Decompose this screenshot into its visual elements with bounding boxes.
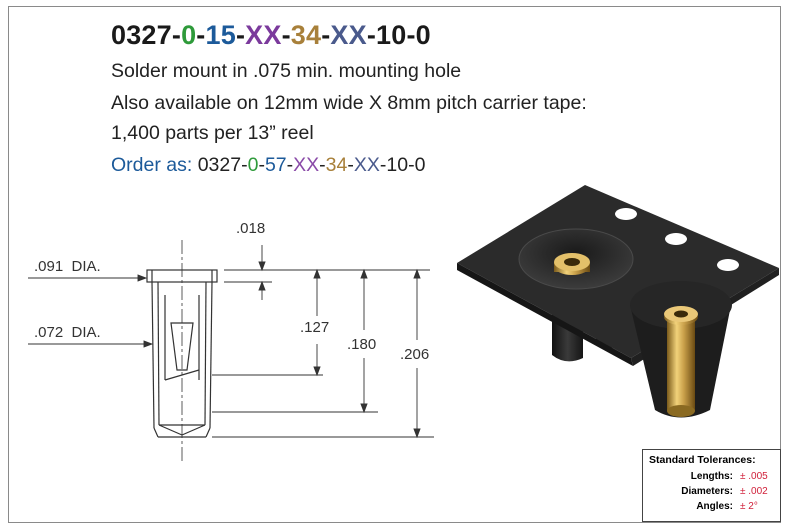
description-line-2: Also available on 12mm wide X 8mm pitch … xyxy=(111,92,587,114)
description-line-3: 1,400 parts per 13” reel xyxy=(111,122,314,144)
standard-tolerances-box: Standard Tolerances: Lengths: ± .005 Dia… xyxy=(642,449,781,522)
part-number-title: 0327-0-15-XX-34-XX-10-0 xyxy=(111,20,431,51)
title-segment: - xyxy=(321,20,331,50)
tolerances-title: Standard Tolerances: xyxy=(649,454,756,466)
dim-flange-thickness: .018 xyxy=(236,220,265,237)
dim-180: .180 xyxy=(347,336,376,353)
title-segment: 15 xyxy=(205,20,236,50)
tolerance-value: ± .002 xyxy=(740,486,768,497)
tolerance-label: Diameters: xyxy=(681,486,733,497)
title-segment: 0 xyxy=(415,20,431,50)
order-segment: 34 xyxy=(325,154,348,176)
title-segment: - xyxy=(281,20,291,50)
title-segment: 10 xyxy=(376,20,407,50)
dimension-lines xyxy=(28,245,434,439)
order-segment: - xyxy=(258,154,265,176)
order-segment: - xyxy=(286,154,294,176)
order-segment: - xyxy=(319,154,326,176)
order-segment: XX xyxy=(353,154,380,176)
tolerance-row-lengths: Lengths: ± .005 xyxy=(643,471,780,484)
dim-flange-diameter: .091 DIA. xyxy=(34,258,101,275)
title-segment: - xyxy=(171,20,182,50)
tolerance-value: ± .005 xyxy=(740,471,768,482)
tolerance-value: ± 2° xyxy=(740,501,758,512)
order-as-line: Order as: 0327-0-57-XX-34-XX-10-0 xyxy=(111,154,425,177)
order-segment: - xyxy=(241,154,248,176)
dim-206: .206 xyxy=(400,346,429,363)
order-segment: 0 xyxy=(414,154,426,176)
order-segment: - xyxy=(408,154,415,176)
socket-outline xyxy=(146,240,218,462)
tolerance-row-diameters: Diameters: ± .002 xyxy=(643,486,780,499)
title-segment: XX xyxy=(330,20,367,50)
order-part-number: 0327-0-57-XX-34-XX-10-0 xyxy=(198,154,426,176)
tolerance-label: Angles: xyxy=(696,501,733,512)
order-segment: 0 xyxy=(247,154,259,176)
order-segment: - xyxy=(347,154,354,176)
order-segment: 10 xyxy=(386,154,409,176)
title-segment: - xyxy=(235,20,246,50)
title-segment: - xyxy=(406,20,416,50)
title-segment: - xyxy=(366,20,377,50)
title-segment: 0 xyxy=(181,20,197,50)
title-segment: 34 xyxy=(290,20,322,50)
order-as-label: Order as: xyxy=(111,154,193,176)
title-segment: XX xyxy=(245,20,282,50)
dim-127: .127 xyxy=(300,319,329,336)
order-segment: XX xyxy=(293,154,320,176)
description-line-1: Solder mount in .075 min. mounting hole xyxy=(111,60,462,82)
dim-body-diameter: .072 DIA. xyxy=(34,324,101,341)
title-segment: 0327 xyxy=(111,20,172,50)
tolerance-label: Lengths: xyxy=(690,471,733,482)
mounted-socket-render xyxy=(457,185,779,418)
order-segment: - xyxy=(379,154,387,176)
tolerance-row-angles: Angles: ± 2° xyxy=(643,501,780,514)
title-segment: - xyxy=(196,20,206,50)
order-segment: 57 xyxy=(264,154,287,176)
order-segment: 0327 xyxy=(197,154,242,176)
